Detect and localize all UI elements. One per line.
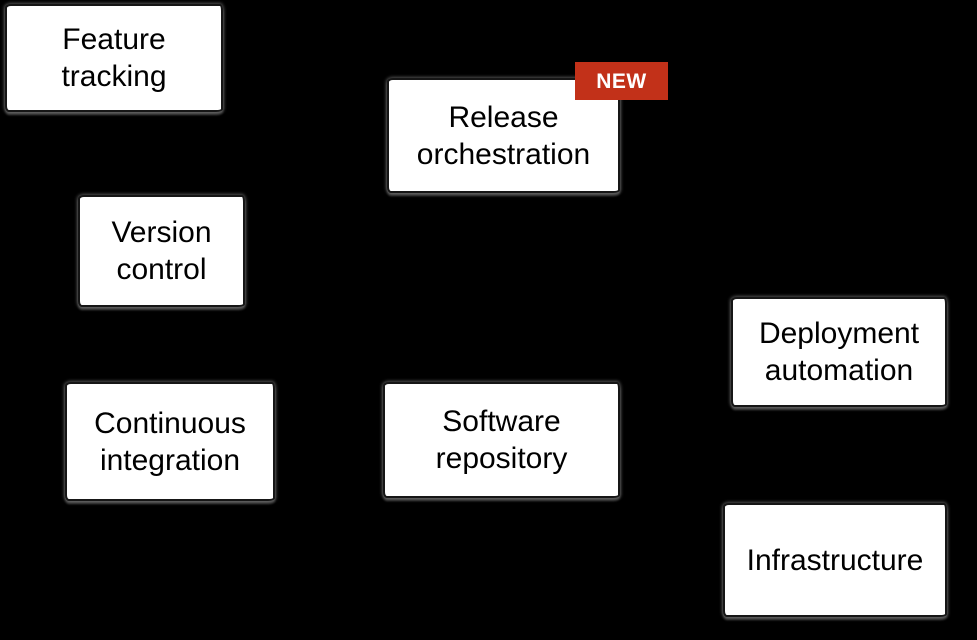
box-feature-tracking: Feature tracking bbox=[5, 4, 223, 112]
box-continuous-integration-label: Continuous integration bbox=[94, 406, 246, 477]
box-deployment-automation-label: Deployment automation bbox=[758, 317, 920, 387]
box-version-control: Version control bbox=[78, 195, 245, 307]
box-software-repository-label: Software repository bbox=[435, 405, 568, 475]
box-software-repository: Software repository bbox=[383, 382, 620, 498]
box-deployment-automation: Deployment automation bbox=[731, 297, 947, 407]
box-continuous-integration: Continuous integration bbox=[65, 382, 275, 501]
box-infrastructure-label: Infrastructure bbox=[746, 543, 924, 577]
box-feature-tracking-label: Feature tracking bbox=[61, 23, 167, 93]
box-version-control-label: Version control bbox=[111, 216, 212, 286]
new-badge: NEW bbox=[575, 62, 668, 100]
box-release-orchestration-label: Release orchestration bbox=[416, 100, 591, 171]
box-infrastructure: Infrastructure bbox=[723, 503, 947, 617]
box-release-orchestration: Release orchestration NEW bbox=[387, 62, 668, 193]
